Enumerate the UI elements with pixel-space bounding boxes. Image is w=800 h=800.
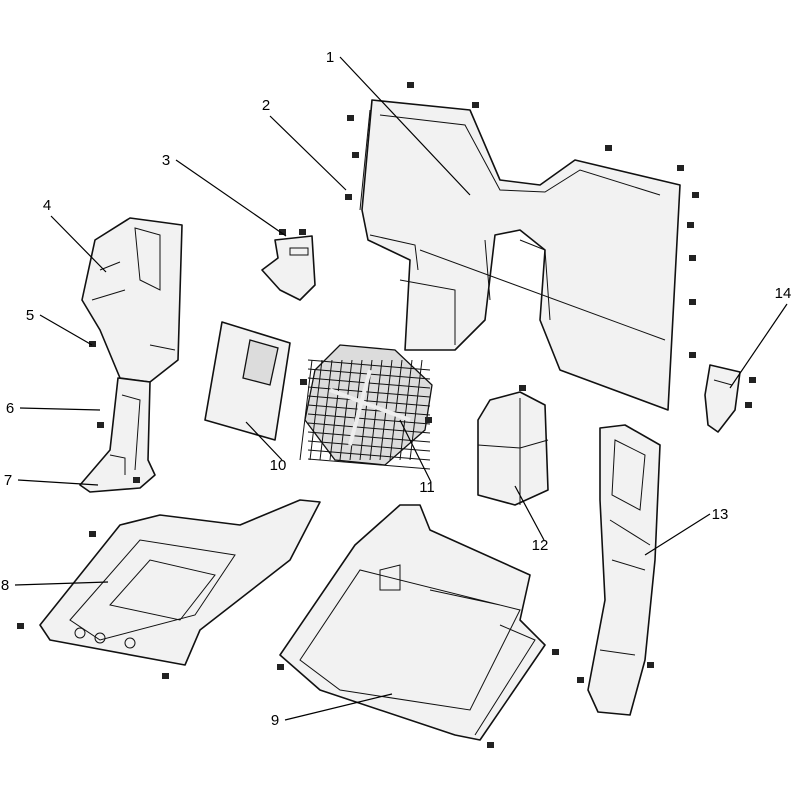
- right-side-trim: [587, 424, 661, 716]
- callout-12: 12: [532, 537, 549, 554]
- leader-line: [175, 159, 287, 237]
- access-cover: [204, 321, 291, 441]
- leader-line: [269, 115, 347, 191]
- callout-6: 6: [6, 400, 14, 417]
- callout-8: 8: [1, 577, 9, 594]
- clip-icon: [425, 417, 432, 423]
- clip-icon: [519, 385, 526, 391]
- clip-icon: [749, 377, 756, 383]
- leader-line: [39, 314, 93, 346]
- clip-icon: [689, 255, 696, 261]
- clip-icon: [552, 649, 559, 655]
- callout-10: 10: [270, 457, 287, 474]
- callout-11: 11: [419, 479, 435, 496]
- clip-icon: [472, 102, 479, 108]
- callout-3: 3: [162, 152, 170, 169]
- clip-icon: [279, 229, 286, 235]
- callout-1: 1: [326, 49, 334, 66]
- callout-13: 13: [712, 506, 729, 523]
- clip-icon: [17, 623, 24, 629]
- clip-icon: [692, 192, 699, 198]
- callout-14: 14: [775, 285, 792, 302]
- leader-line: [729, 303, 788, 389]
- clip-icon: [487, 742, 494, 748]
- leader-line: [284, 693, 393, 721]
- rear-panel: [359, 99, 681, 411]
- clip-icon: [352, 152, 359, 158]
- callout-4: 4: [43, 197, 51, 214]
- clip-icon: [162, 673, 169, 679]
- right-floor-panel: [279, 504, 546, 741]
- clip-icon: [299, 229, 306, 235]
- small-bracket: [261, 235, 316, 301]
- leader-line: [339, 56, 471, 196]
- leader-line: [245, 421, 283, 461]
- cover-box: [477, 391, 549, 506]
- leader-line: [514, 485, 545, 541]
- speaker-grille: [299, 344, 433, 470]
- clip-icon: [407, 82, 414, 88]
- leader-line: [19, 407, 101, 411]
- clip-icon: [97, 422, 104, 428]
- leader-line: [17, 479, 99, 486]
- clip-icon: [687, 222, 694, 228]
- clip-icon: [745, 402, 752, 408]
- clip-icon: [577, 677, 584, 683]
- callout-7: 7: [4, 472, 12, 489]
- clip-icon: [345, 194, 352, 200]
- clip-icon: [277, 664, 284, 670]
- right-bracket: [704, 364, 741, 433]
- callout-2: 2: [262, 97, 270, 114]
- left-side-trim: [81, 217, 183, 383]
- leader-line: [644, 513, 711, 556]
- leader-line: [50, 215, 107, 273]
- leader-line: [399, 419, 432, 483]
- clip-icon: [133, 477, 140, 483]
- clip-icon: [605, 145, 612, 151]
- left-floor-panel: [39, 499, 321, 666]
- callout-5: 5: [26, 307, 34, 324]
- clip-icon: [89, 531, 96, 537]
- clip-icon: [689, 299, 696, 305]
- clip-icon: [647, 662, 654, 668]
- clip-icon: [89, 341, 96, 347]
- clip-icon: [689, 352, 696, 358]
- clip-icon: [677, 165, 684, 171]
- callout-9: 9: [271, 712, 279, 729]
- clip-icon: [300, 379, 307, 385]
- left-lower-trim: [79, 377, 156, 493]
- leader-line: [14, 581, 109, 586]
- clip-icon: [347, 115, 354, 121]
- fastener-clips: [17, 82, 756, 748]
